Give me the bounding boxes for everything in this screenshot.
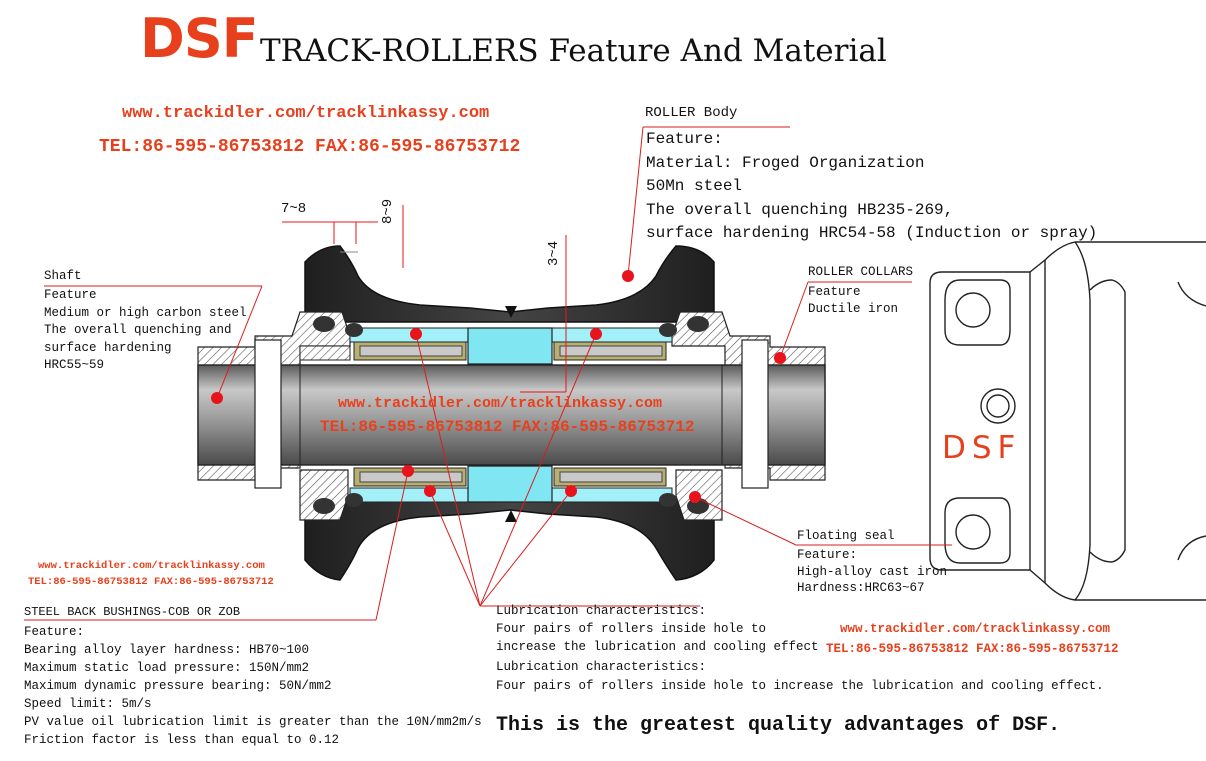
contact-line: TEL:86-595-86753812 FAX:86-595-86753712 [99,137,521,157]
bushings-line: Maximum static load pressure: 150N/mm2 [24,661,310,675]
lubrication-title-1: Lubrication characteristics: [496,604,707,618]
dimension-lines [282,205,567,393]
lubrication-line-3: Four pairs of rollers inside hole to inc… [496,679,1104,693]
roller-collars-line: Ductile iron [808,302,899,316]
floating-seals [313,316,709,514]
roller-collars-title: ROLLER COLLARS [808,265,914,279]
overlay-contact: TEL:86-595-86753812 FAX:86-595-86753712 [320,418,695,436]
shaft-details: Feature Medium or high carbon steel The … [44,287,247,375]
bushing-upper [349,327,673,365]
shaft-line: The overall quenching and [44,323,232,337]
roller-collars-line: Feature [808,285,861,299]
small-url-right: www.trackidler.com/tracklinkassy.com [840,622,1111,636]
roller-body-details: Feature: Material: Froged Organization 5… [646,128,1097,246]
callout-dots [211,270,786,503]
bushings-line: Feature: [24,625,85,639]
overlay-url: www.trackidler.com/tracklinkassy.com [338,395,663,412]
bushings-line: Bearing alloy layer hardness: HB70~100 [24,643,310,657]
bushings-line: Friction factor is less than equal to 0.… [24,733,340,747]
footer-tagline: This is the greatest quality advantages … [496,714,1061,737]
shaft [197,339,826,489]
page-title: TRACK-ROLLERS Feature And Material [260,33,887,69]
floating-seal-title: Floating seal [797,529,895,543]
floating-seal-line: Feature: [797,548,858,562]
shaft-line: Feature [44,288,97,302]
bushings-line: Maximum dynamic pressure bearing: 50N/mm… [24,679,332,693]
dimension-label-3: 3~4 [546,240,562,266]
lubrication-title-2: Lubrication characteristics: [496,660,707,674]
small-contact-left: TEL:86-595-86753812 FAX:86-595-86753712 [28,576,274,588]
shaft-line: Medium or high carbon steel [44,305,247,320]
lubrication-line-2: increase the lubrication and cooling eff… [496,640,819,654]
shaft-line: surface hardening [44,340,172,355]
website-url: www.trackidler.com/tracklinkassy.com [122,104,490,123]
shaft-line: HRC55~59 [44,358,105,372]
floating-seal-line: High-alloy cast iron [797,564,948,579]
small-url-left: www.trackidler.com/tracklinkassy.com [38,560,265,572]
floating-seal-line: Hardness:HRC63~67 [797,581,925,595]
leader-lines [24,126,952,621]
roller-body-line: surface hardening HRC54-58 (Induction or… [646,224,1098,242]
roller-collars-details: Feature Ductile iron [808,284,898,318]
roller-body-line: Material: Froged Organization [646,153,925,172]
side-view [929,241,1206,601]
bushing-lower [349,465,673,503]
roller-body-upper [304,245,715,323]
bushings-details: Feature: Bearing alloy layer hardness: H… [24,623,482,749]
roller-body-title: ROLLER Body [645,105,738,121]
small-contact-right: TEL:86-595-86753812 FAX:86-595-86753712 [826,642,1119,656]
brand-logo: DSF [140,7,259,70]
shaft-title: Shaft [44,269,82,283]
bushings-title: STEEL BACK BUSHINGS-COB OR ZOB [24,605,241,619]
bushings-line: Speed limit: 5m/s [24,697,152,711]
lubrication-line-1: Four pairs of rollers inside hole to [496,622,767,636]
floating-seal-details: Feature: High-alloy cast iron Hardness:H… [797,547,947,597]
roller-body-lower [304,499,715,581]
bushings-line: PV value oil lubrication limit is greate… [24,715,482,729]
roller-body-line: The overall quenching HB235-269, [646,200,954,219]
roller-body-line: Feature: [646,130,723,148]
roller-body-line: 50Mn steel [646,177,743,195]
side-view-logo: DSF [942,430,1022,466]
dimension-label-1: 7~8 [281,201,307,217]
dimension-label-2: 8~9 [380,198,396,224]
